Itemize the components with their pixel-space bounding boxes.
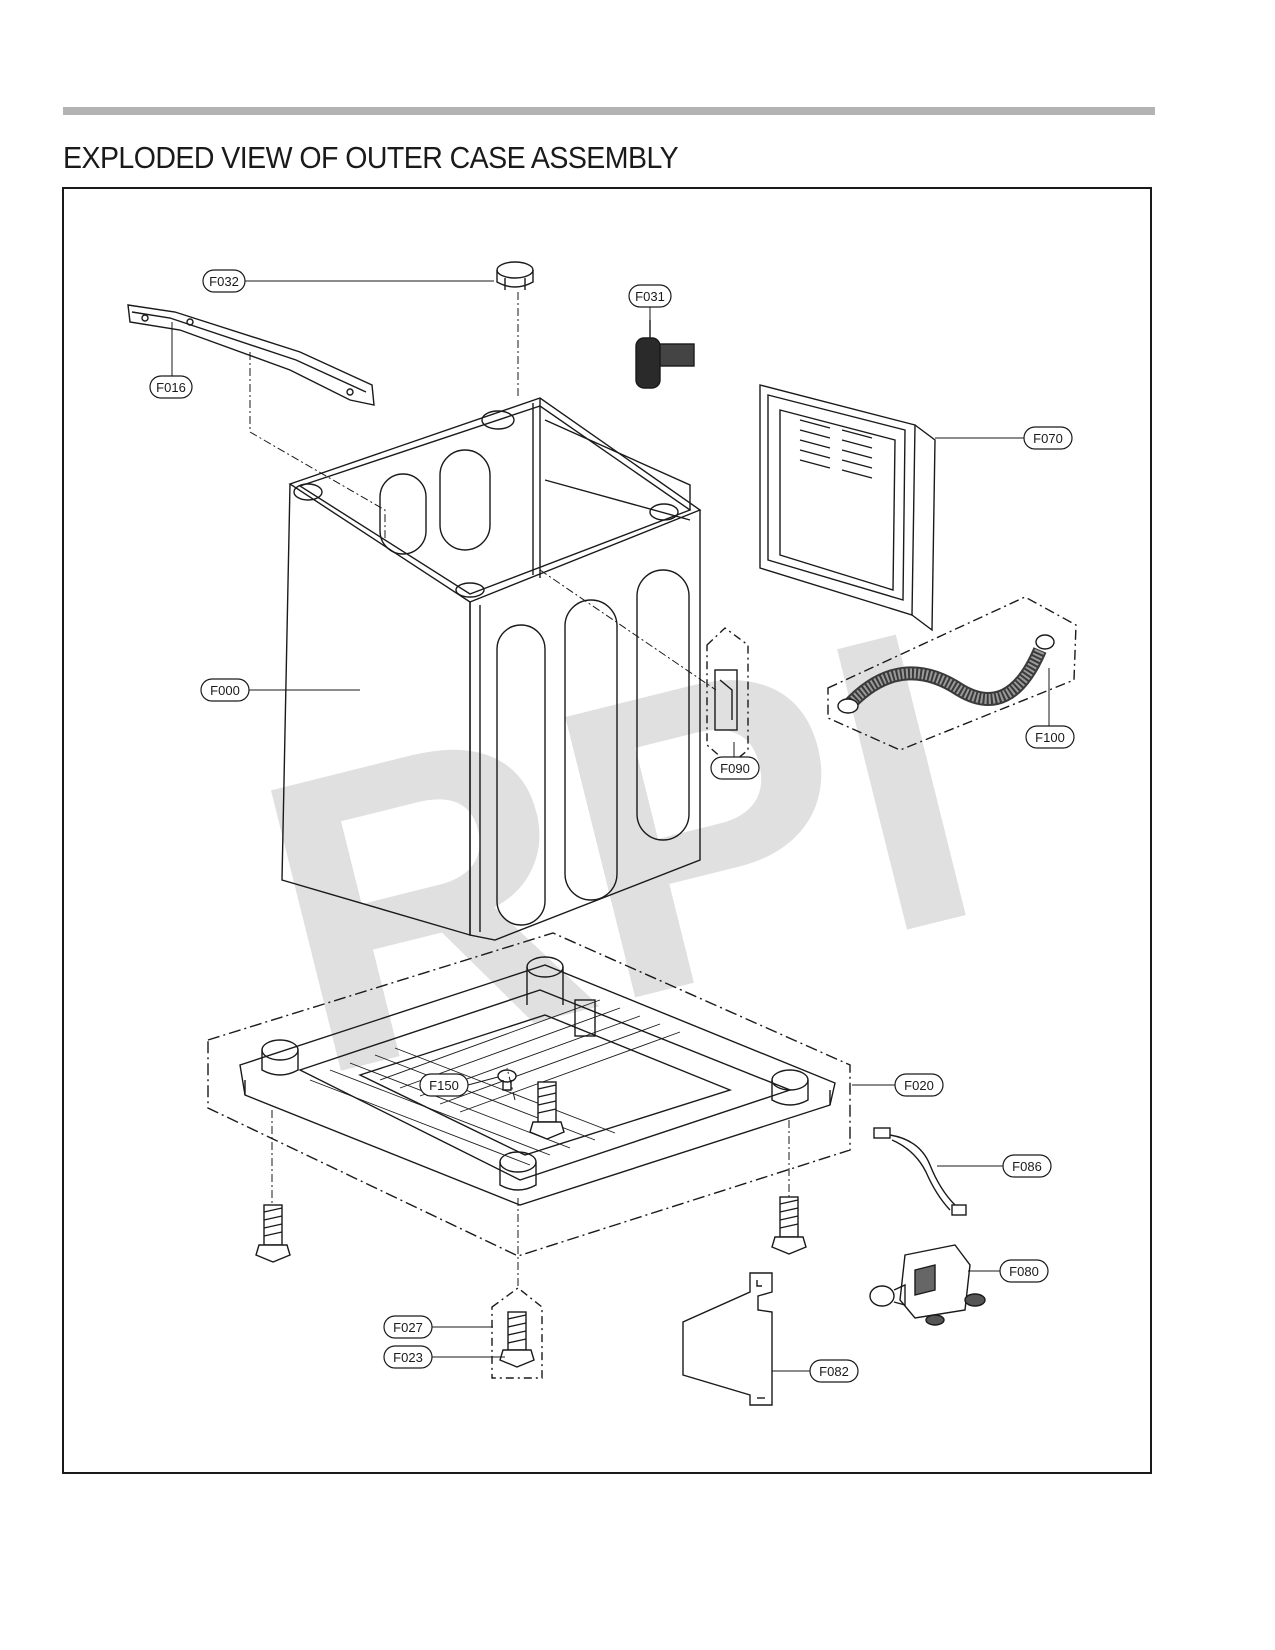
wire-harness-part bbox=[873, 1127, 967, 1216]
callout-f090: F090 bbox=[710, 756, 760, 780]
svg-text:F100: F100 bbox=[1035, 730, 1065, 745]
valve-part bbox=[635, 320, 695, 389]
bracket-part bbox=[127, 304, 375, 406]
callout-f070: F070 bbox=[1023, 426, 1073, 450]
callout-f031: F031 bbox=[628, 284, 672, 308]
callout-f027: F027 bbox=[383, 1315, 433, 1339]
page-title: EXPLODED VIEW OF OUTER CASE ASSEMBLY bbox=[63, 140, 679, 175]
callout-f020: F020 bbox=[894, 1073, 944, 1097]
pump-part bbox=[869, 1244, 986, 1326]
leveling-foot-detail bbox=[491, 1287, 543, 1379]
explode-lines bbox=[249, 292, 790, 1288]
leveling-foot-right bbox=[771, 1196, 807, 1255]
svg-text:F023: F023 bbox=[393, 1350, 423, 1365]
callout-f080: F080 bbox=[999, 1259, 1049, 1283]
callout-f100: F100 bbox=[1025, 725, 1075, 749]
callout-f023: F023 bbox=[383, 1345, 433, 1369]
diagram-frame bbox=[62, 187, 1152, 1474]
svg-text:F000: F000 bbox=[210, 683, 240, 698]
callout-f000: F000 bbox=[200, 678, 250, 702]
plate-part bbox=[682, 1272, 773, 1406]
svg-text:F032: F032 bbox=[209, 274, 239, 289]
switch-part bbox=[706, 627, 749, 766]
svg-text:F082: F082 bbox=[819, 1364, 849, 1379]
rear-panel-part bbox=[759, 384, 936, 632]
svg-text:F080: F080 bbox=[1009, 1264, 1039, 1279]
cabinet-part bbox=[281, 397, 702, 941]
callout-f082: F082 bbox=[809, 1359, 859, 1383]
callout-f032: F032 bbox=[202, 269, 246, 293]
header-rule bbox=[63, 107, 1155, 115]
callout-f016: F016 bbox=[149, 375, 193, 399]
svg-text:F086: F086 bbox=[1012, 1159, 1042, 1174]
svg-text:F031: F031 bbox=[635, 289, 665, 304]
svg-text:F027: F027 bbox=[393, 1320, 423, 1335]
base-frame-part bbox=[207, 932, 851, 1257]
leveling-foot-left bbox=[255, 1204, 291, 1263]
callout-f086: F086 bbox=[1002, 1154, 1052, 1178]
screw-part bbox=[497, 1069, 517, 1091]
leveling-foot-center bbox=[529, 1081, 565, 1140]
leader-lines bbox=[171, 280, 1050, 1372]
svg-text:F150: F150 bbox=[429, 1078, 459, 1093]
clamp-part bbox=[496, 261, 534, 290]
svg-text:F020: F020 bbox=[904, 1078, 934, 1093]
watermark-text: RPI bbox=[222, 540, 1015, 1164]
svg-text:F016: F016 bbox=[156, 380, 186, 395]
svg-text:F070: F070 bbox=[1033, 431, 1063, 446]
callout-f150: F150 bbox=[419, 1073, 469, 1097]
hose-part bbox=[827, 596, 1077, 751]
svg-text:F090: F090 bbox=[720, 761, 750, 776]
